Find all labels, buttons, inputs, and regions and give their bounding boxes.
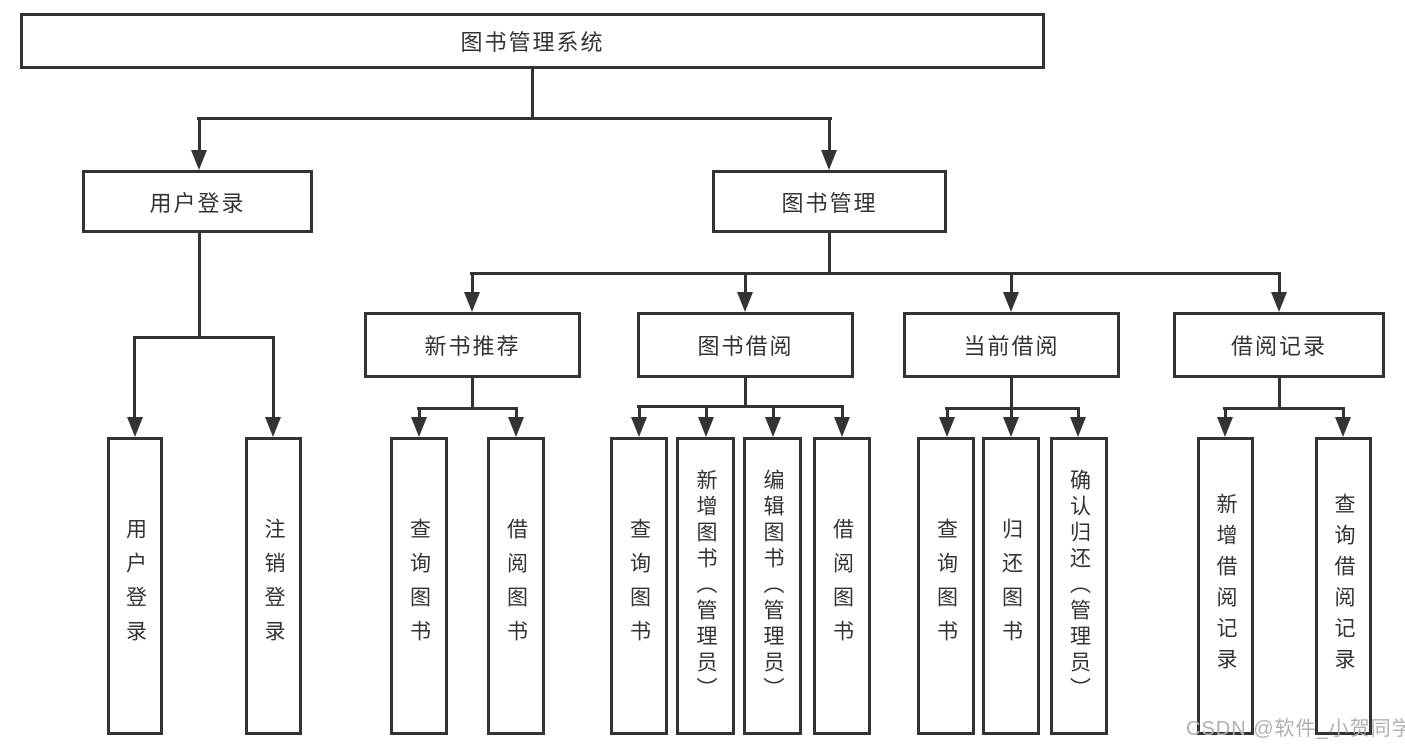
leaf-user-login-label: 用户登录 — [123, 518, 147, 654]
arrow-down-icon — [765, 417, 781, 437]
node-book-management-label: 图书管理 — [781, 190, 878, 216]
connector-vline — [828, 117, 831, 152]
connector-vline — [471, 272, 474, 294]
leaf-add-borrow-record-label: 新增借阅记录 — [1214, 493, 1237, 679]
arrow-down-icon — [1271, 292, 1287, 312]
arrow-down-icon — [411, 417, 427, 437]
arrow-down-icon — [698, 417, 714, 437]
connector-vline — [744, 272, 747, 294]
connector-vline — [198, 117, 201, 152]
leaf-borrow-books-label: 借阅图书 — [830, 518, 854, 654]
leaf-query-books-current-label: 查询图书 — [934, 518, 958, 654]
leaf-borrow-books-recommend: 借阅图书 — [487, 437, 545, 735]
connector-vline — [198, 233, 201, 336]
node-current-borrow: 当前借阅 — [903, 312, 1120, 378]
connector-hline — [1223, 407, 1345, 410]
node-borrow-records: 借阅记录 — [1173, 312, 1385, 378]
connector-vline — [1278, 378, 1281, 407]
leaf-return-book: 归还图书 — [982, 437, 1040, 735]
node-root-label: 图书管理系统 — [460, 30, 605, 55]
leaf-add-book-admin-label: 新增图书（管理员） — [694, 469, 717, 703]
connector-vline — [744, 378, 747, 405]
connector-vline — [828, 233, 831, 272]
node-book-borrow: 图书借阅 — [637, 312, 854, 378]
leaf-confirm-return-admin: 确认归还（管理员） — [1050, 437, 1108, 735]
connector-vline — [1224, 407, 1227, 419]
connector-hline — [197, 117, 832, 120]
arrow-down-icon — [1003, 417, 1019, 437]
leaf-query-books-recommend: 查询图书 — [390, 437, 448, 735]
connector-vline — [1010, 272, 1013, 294]
leaf-edit-book-admin: 编辑图书（管理员） — [743, 437, 802, 735]
leaf-query-books-borrow: 查询图书 — [610, 437, 668, 735]
leaf-logout: 注销登录 — [245, 437, 302, 735]
leaf-confirm-return-admin-label: 确认归还（管理员） — [1067, 469, 1091, 703]
arrow-down-icon — [1217, 417, 1233, 437]
node-new-book-recommend-label: 新书推荐 — [424, 334, 521, 359]
connector-hline — [470, 272, 1281, 275]
connector-vline — [1342, 407, 1345, 419]
leaf-logout-label: 注销登录 — [262, 518, 285, 654]
connector-vline — [515, 407, 518, 419]
arrow-down-icon — [1070, 417, 1086, 437]
arrow-down-icon — [191, 150, 207, 170]
connector-vline — [471, 378, 474, 407]
arrow-down-icon — [631, 417, 647, 437]
node-book-management: 图书管理 — [712, 170, 947, 233]
arrow-down-icon — [1335, 417, 1351, 437]
leaf-edit-book-admin-label: 编辑图书（管理员） — [761, 469, 784, 703]
arrow-down-icon — [464, 292, 480, 312]
node-borrow-records-label: 借阅记录 — [1230, 334, 1327, 359]
connector-vline — [1010, 407, 1013, 419]
node-book-borrow-label: 图书借阅 — [697, 334, 794, 359]
leaf-query-borrow-record: 查询借阅记录 — [1315, 437, 1372, 735]
leaf-query-books-recommend-label: 查询图书 — [407, 518, 431, 654]
arrow-down-icon — [821, 150, 837, 170]
connector-vline — [1278, 272, 1281, 294]
arrow-down-icon — [737, 292, 753, 312]
node-current-borrow-label: 当前借阅 — [963, 334, 1060, 359]
connector-vline — [272, 336, 275, 417]
arrow-down-icon — [127, 417, 143, 437]
leaf-query-borrow-record-label: 查询借阅记录 — [1332, 493, 1355, 679]
arrow-down-icon — [834, 417, 850, 437]
leaf-return-book-label: 归还图书 — [999, 518, 1023, 654]
arrow-down-icon — [265, 417, 281, 437]
arrow-down-icon — [508, 417, 524, 437]
leaf-add-borrow-record: 新增借阅记录 — [1197, 437, 1254, 735]
connector-vline — [638, 405, 641, 419]
node-user-login: 用户登录 — [82, 170, 313, 233]
node-new-book-recommend: 新书推荐 — [364, 312, 581, 378]
node-user-login-label: 用户登录 — [149, 190, 246, 216]
connector-vline — [772, 405, 775, 419]
connector-vline — [531, 69, 534, 117]
connector-hline — [637, 405, 844, 408]
connector-vline — [841, 405, 844, 419]
leaf-add-book-admin: 新增图书（管理员） — [676, 437, 735, 735]
connector-vline — [946, 407, 949, 419]
leaf-borrow-books: 借阅图书 — [813, 437, 871, 735]
leaf-borrow-books-recommend-label: 借阅图书 — [504, 518, 528, 654]
connector-vline — [133, 336, 136, 417]
arrow-down-icon — [939, 417, 955, 437]
leaf-query-books-current: 查询图书 — [917, 437, 975, 735]
connector-hline — [133, 336, 275, 339]
watermark: CSDN @软件_小贺同学 — [1186, 718, 1405, 740]
connector-vline — [1010, 378, 1013, 407]
connector-vline — [705, 405, 708, 419]
node-root: 图书管理系统 — [20, 13, 1045, 69]
arrow-down-icon — [1003, 292, 1019, 312]
connector-hline — [417, 407, 518, 410]
connector-vline — [418, 407, 421, 419]
connector-vline — [1077, 407, 1080, 419]
leaf-user-login: 用户登录 — [107, 437, 163, 735]
leaf-query-books-borrow-label: 查询图书 — [627, 518, 651, 654]
